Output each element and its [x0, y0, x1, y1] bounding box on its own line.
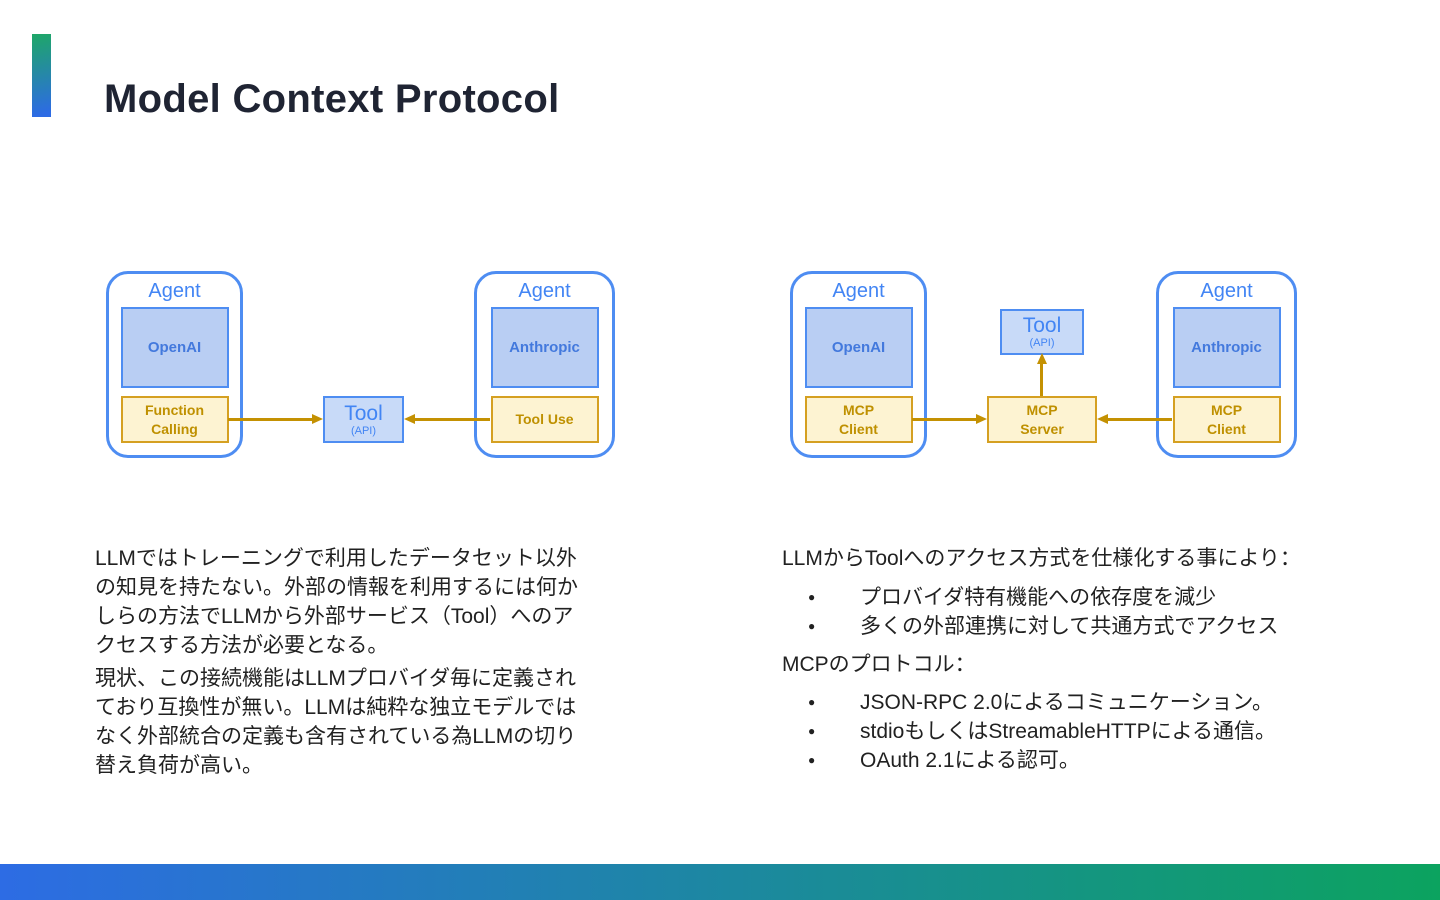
agent-box-anthropic: Agent Anthropic Tool Use — [474, 271, 615, 458]
arrowhead-right-icon — [976, 414, 987, 424]
agent-label: Agent — [1200, 280, 1253, 302]
list-item: stdioもしくはStreamableHTTPによる通信。 — [782, 717, 1342, 746]
arrow-client-to-server-left — [912, 418, 977, 421]
provider-label: OpenAI — [147, 339, 202, 356]
mcp-server-box: MCP Server — [987, 396, 1097, 443]
paragraph-provider-lockin: 現状、この接続機能はLLMプロバイダ毎に定義され ており互換性が無い。LLMは純… — [95, 667, 577, 777]
provider-box-anthropic: Anthropic — [1172, 307, 1281, 388]
tool-api-box: Tool (API) — [323, 396, 404, 443]
tool-api-label: (API) — [1029, 337, 1055, 349]
connector-label-line1: MCP — [1210, 401, 1243, 418]
mcp-benefits-list: プロバイダ特有機能への依存度を減少 多くの外部連携に対して共通方式でアクセス — [782, 583, 1342, 641]
title-accent-bar — [32, 34, 51, 117]
connector-label-line1: MCP — [842, 401, 875, 418]
list-item: JSON-RPC 2.0によるコミュニケーション。 — [782, 688, 1342, 717]
arrow-tool-use-to-tool — [409, 418, 490, 421]
agent-box-openai-mcp: Agent OpenAI MCP Client — [790, 271, 927, 458]
list-item: OAuth 2.1による認可。 — [782, 746, 1342, 775]
agent-label: Agent — [518, 280, 571, 302]
mcp-protocol-list: JSON-RPC 2.0によるコミュニケーション。 stdioもしくはStrea… — [782, 688, 1342, 775]
mcp-server-label-line2: Server — [1020, 420, 1064, 437]
tool-api-box: Tool (API) — [1000, 309, 1084, 355]
provider-label: OpenAI — [831, 339, 886, 356]
agent-label: Agent — [832, 280, 885, 302]
tool-label: Tool — [344, 401, 383, 425]
arrowhead-left-icon — [404, 414, 415, 424]
tool-label: Tool — [1022, 314, 1062, 337]
mcp-benefits-intro: LLMからToolへのアクセス方式を仕様化する事により： — [782, 547, 1301, 570]
provider-box-openai: OpenAI — [804, 307, 913, 388]
mcp-protocol-heading: MCPのプロトコル： — [782, 653, 976, 676]
tool-use-box: Tool Use — [490, 396, 599, 443]
mcp-client-box: MCP Client — [1172, 396, 1281, 443]
function-calling-box: Function Calling — [120, 396, 229, 443]
provider-label: Anthropic — [1191, 339, 1262, 356]
mcp-server-label-line1: MCP — [1026, 401, 1058, 418]
provider-box-openai: OpenAI — [120, 307, 229, 388]
arrowhead-right-icon — [312, 414, 323, 424]
connector-label-line1: Function — [144, 401, 205, 418]
arrowhead-left-icon — [1097, 414, 1108, 424]
arrow-function-calling-to-tool — [228, 418, 313, 421]
arrow-client-to-server-right — [1108, 418, 1172, 421]
list-item: プロバイダ特有機能への依存度を減少 — [782, 583, 1342, 612]
provider-box-anthropic: Anthropic — [490, 307, 599, 388]
arrowhead-up-icon — [1037, 353, 1047, 364]
provider-label: Anthropic — [509, 339, 580, 356]
agent-box-openai: Agent OpenAI Function Calling — [106, 271, 243, 458]
connector-label-line2: Client — [1207, 420, 1246, 437]
connector-label-line2: Client — [839, 420, 878, 437]
mcp-client-box: MCP Client — [804, 396, 913, 443]
footer-gradient-bar — [0, 864, 1440, 900]
arrow-server-to-tool — [1040, 363, 1043, 396]
description-right: LLMからToolへのアクセス方式を仕様化する事により： プロバイダ特有機能への… — [782, 544, 1342, 775]
connector-label-line1: Tool Use — [515, 411, 574, 427]
page-title: Model Context Protocol — [104, 76, 560, 121]
tool-api-label: (API) — [350, 424, 377, 437]
connector-label-line2: Calling — [151, 420, 198, 437]
list-item: 多くの外部連携に対して共通方式でアクセス — [782, 612, 1342, 641]
paragraph-llm-limitation: LLMではトレーニングで利用したデータセット以外 の知見を持たない。外部の情報を… — [95, 547, 578, 657]
agent-label: Agent — [148, 280, 201, 302]
description-left: LLMではトレーニングで利用したデータセット以外 の知見を持たない。外部の情報を… — [95, 544, 625, 780]
agent-box-anthropic-mcp: Agent Anthropic MCP Client — [1156, 271, 1297, 458]
